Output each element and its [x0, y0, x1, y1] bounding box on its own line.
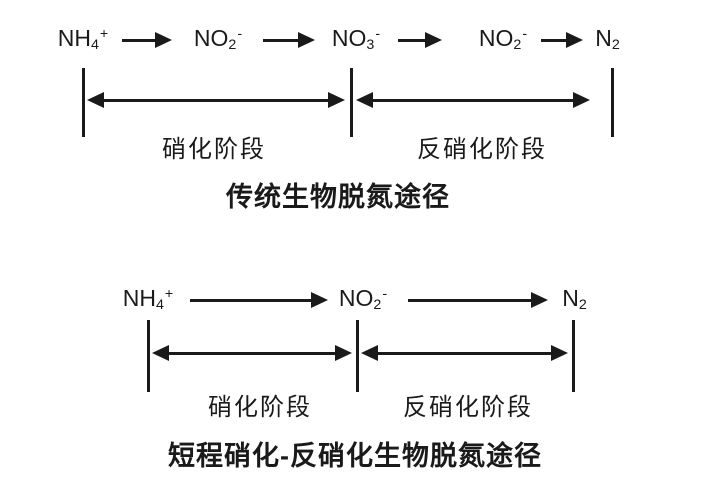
formula-subscript: 2 — [373, 297, 382, 314]
formula-superscript: + — [99, 26, 109, 43]
formula-subscript: 4 — [90, 37, 99, 54]
reaction-arrow-icon — [398, 32, 442, 48]
reaction-arrow-icon — [408, 292, 548, 308]
formula-subscript: 4 — [155, 297, 164, 314]
denitrification-stage-label: 反硝化阶段 — [403, 394, 533, 421]
formula-superscript: + — [164, 286, 174, 303]
nitrification-stage-label: 硝化阶段 — [208, 394, 312, 421]
stage-boundary-tick — [356, 320, 359, 392]
formula-base: NH — [122, 285, 156, 311]
formula-base: N — [562, 285, 579, 311]
formula-base: NO — [331, 25, 367, 51]
stage-boundary-tick — [572, 320, 575, 392]
stage-boundary-tick — [82, 68, 85, 137]
denitrification-range-arrow-icon — [356, 92, 590, 108]
reaction-arrow-icon — [190, 292, 328, 308]
species-nitrite: NO2- — [338, 285, 388, 314]
formula-base: NO — [478, 25, 514, 51]
denitrification-stage-label: 反硝化阶段 — [417, 136, 547, 163]
denitrification-range-arrow-icon — [361, 345, 568, 361]
formula-base: N — [595, 25, 612, 51]
formula-superscript: - — [237, 26, 243, 43]
species-ammonium: NH4+ — [57, 25, 109, 54]
reaction-arrow-icon — [122, 32, 172, 48]
nitrification-stage-label: 硝化阶段 — [162, 136, 266, 163]
stage-boundary-tick — [147, 320, 150, 392]
traditional-pathway-title: 传统生物脱氮途径 — [226, 182, 450, 212]
species-nitrite-2: NO2- — [478, 25, 528, 54]
nitrification-range-arrow-icon — [87, 92, 345, 108]
formula-superscript: - — [382, 286, 388, 303]
species-nitrite-1: NO2- — [193, 25, 243, 54]
formula-superscript: - — [522, 26, 528, 43]
stage-boundary-tick — [611, 68, 614, 137]
formula-subscript: 2 — [513, 37, 522, 54]
formula-base: NO — [193, 25, 229, 51]
reaction-arrow-icon — [541, 32, 583, 48]
species-nitrate: NO3- — [331, 25, 381, 54]
formula-superscript: - — [375, 26, 381, 43]
reaction-arrow-icon — [263, 32, 315, 48]
species-nitrogen-gas: N2 — [595, 25, 621, 54]
nitrification-range-arrow-icon — [152, 345, 352, 361]
formula-subscript: 3 — [366, 37, 375, 54]
formula-base: NO — [338, 285, 374, 311]
shortcut-pathway-title: 短程硝化-反硝化生物脱氮途径 — [168, 441, 542, 471]
species-ammonium: NH4+ — [122, 285, 174, 314]
formula-subscript: 2 — [611, 37, 620, 54]
formula-base: NH — [57, 25, 91, 51]
stage-boundary-tick — [350, 68, 353, 137]
formula-subscript: 2 — [228, 37, 237, 54]
formula-subscript: 2 — [578, 297, 587, 314]
species-nitrogen-gas: N2 — [562, 285, 588, 314]
